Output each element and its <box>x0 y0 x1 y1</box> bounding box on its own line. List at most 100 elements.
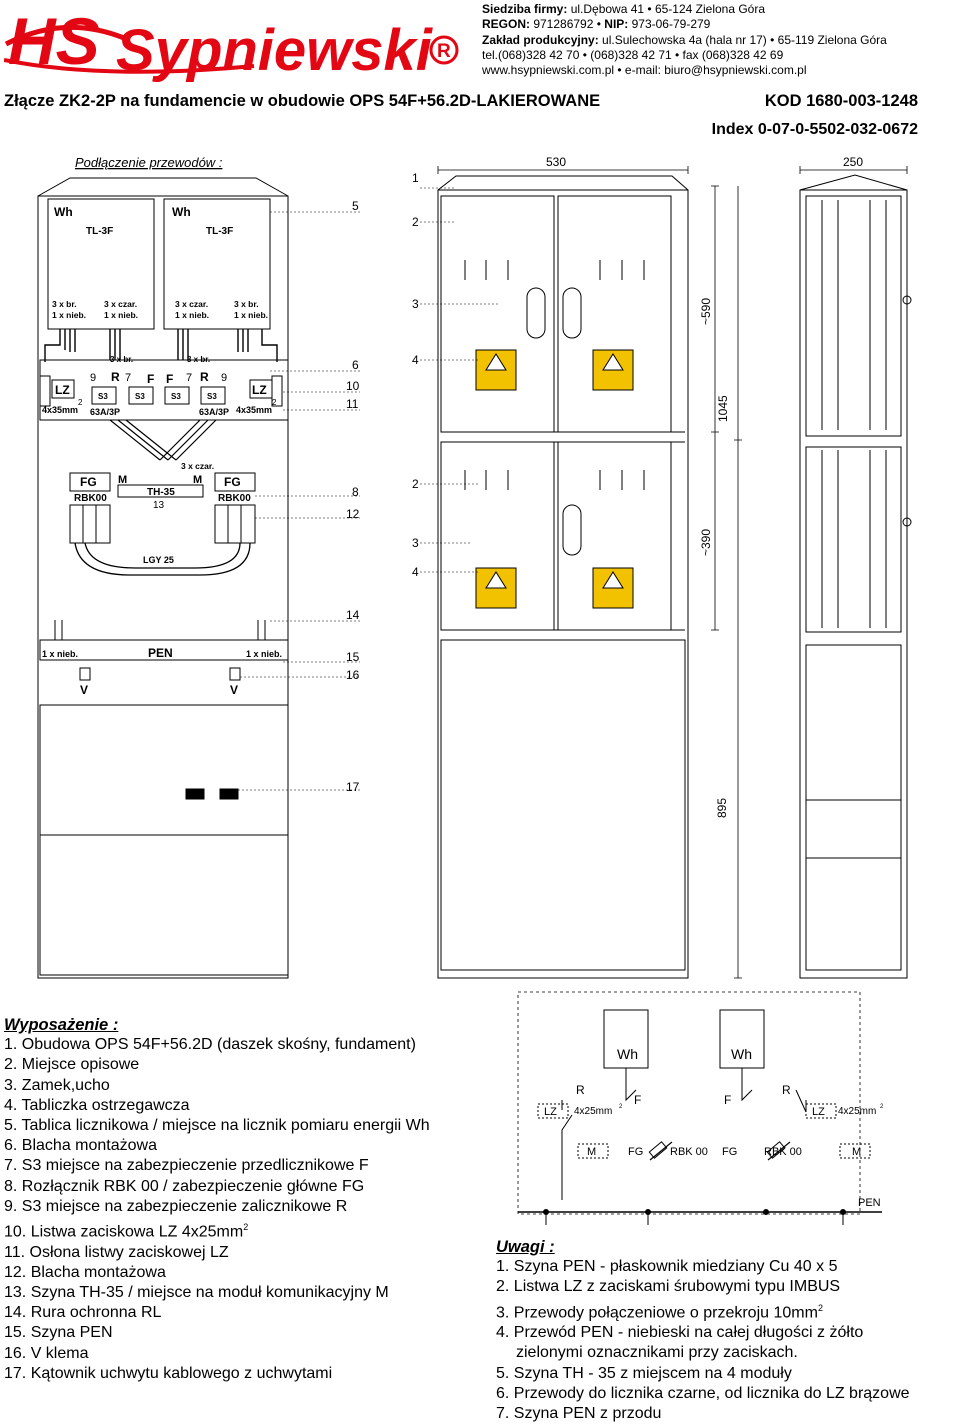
list-item: 6. Blacha montażowa <box>4 1137 157 1155</box>
list-item: 4. Tabliczka ostrzegawcza <box>4 1096 190 1114</box>
list-item: 5. Szyna TH - 35 z miejscem na 4 moduły <box>496 1364 792 1382</box>
svg-text:RBK00: RBK00 <box>218 493 251 504</box>
svg-text:14: 14 <box>346 608 360 622</box>
svg-text:1 x nieb.: 1 x nieb. <box>175 310 209 320</box>
svg-text:4x25mm: 4x25mm <box>838 1106 876 1117</box>
svg-text:1: 1 <box>412 171 419 185</box>
list-item: zielonymi oznacznikami przy zaciskach. <box>516 1344 798 1362</box>
page-title: Złącze ZK2-2P na fundamencie w obudowie … <box>4 92 601 110</box>
svg-text:LZ: LZ <box>55 383 70 397</box>
svg-text:3 x czar.: 3 x czar. <box>175 299 208 309</box>
svg-text:LZ: LZ <box>252 383 267 397</box>
svg-text:1 x nieb.: 1 x nieb. <box>52 310 86 320</box>
svg-text:3 x czar.: 3 x czar. <box>104 299 137 309</box>
list-item: 10. Listwa zaciskowa LZ 4x25mm2 <box>4 1222 249 1241</box>
svg-text:FG: FG <box>722 1146 737 1158</box>
warning-sign-icon <box>475 349 634 609</box>
wiring-header: Podłączenie przewodów : <box>75 155 223 170</box>
svg-text:4: 4 <box>412 353 419 367</box>
svg-text:3 x czar.: 3 x czar. <box>181 461 214 471</box>
svg-text:3 x br.: 3 x br. <box>52 299 77 309</box>
list-item: 5. Tablica licznikowa / miejsce na liczn… <box>4 1117 430 1135</box>
svg-text:1045: 1045 <box>716 395 730 422</box>
svg-text:RBK 00: RBK 00 <box>764 1146 802 1158</box>
svg-text:4x35mm: 4x35mm <box>42 405 78 415</box>
svg-text:TL-3F: TL-3F <box>86 226 113 237</box>
svg-text:13: 13 <box>153 500 165 511</box>
svg-text:Wh: Wh <box>731 1046 752 1062</box>
svg-text:R: R <box>782 1083 791 1097</box>
list-item: 14. Rura ochronna RL <box>4 1304 162 1322</box>
svg-text:PEN: PEN <box>148 646 173 660</box>
svg-text:2: 2 <box>880 1104 884 1110</box>
list-item: 8. Rozłącznik RBK 00 / zabezpieczenie gł… <box>4 1177 365 1195</box>
svg-text:2: 2 <box>412 477 419 491</box>
svg-text:2: 2 <box>78 398 83 407</box>
list-item: 7. S3 miejsce na zabezpieczenie przedlic… <box>4 1157 369 1175</box>
list-item: 9. S3 miejsce na zabezpieczenie zaliczni… <box>4 1197 348 1215</box>
svg-text:2: 2 <box>272 398 277 407</box>
svg-text:LGY 25: LGY 25 <box>143 555 174 565</box>
list-item: 2. Listwa LZ z zaciskami śrubowymi typu … <box>496 1278 841 1296</box>
svg-text:TH-35: TH-35 <box>147 487 175 498</box>
list-item: 15. Szyna PEN <box>4 1324 113 1342</box>
list-item: 7. Szyna PEN z przodu <box>496 1404 662 1422</box>
company-logo: HS Sypniewski R <box>4 4 459 83</box>
svg-text:S3: S3 <box>98 392 108 401</box>
svg-text:V: V <box>80 683 88 697</box>
svg-text:R: R <box>576 1083 585 1097</box>
svg-text:FG: FG <box>628 1146 643 1158</box>
svg-text:S3: S3 <box>207 392 217 401</box>
list-item: 13. Szyna TH-35 / miejsce na moduł komun… <box>4 1283 389 1301</box>
svg-text:530: 530 <box>546 155 566 169</box>
title-row: Złącze ZK2-2P na fundamencie w obudowie … <box>4 92 956 111</box>
svg-text:S3: S3 <box>135 392 145 401</box>
svg-text:M: M <box>587 1146 596 1158</box>
svg-text:FG: FG <box>224 475 241 489</box>
svg-text:F: F <box>147 372 154 386</box>
svg-text:PEN: PEN <box>858 1197 881 1209</box>
svg-text:F: F <box>634 1093 641 1107</box>
equipment-list: Wyposażenie : 1. Obudowa OPS 54F+56.2D (… <box>4 1015 484 1384</box>
notes-header: Uwagi : <box>496 1238 555 1256</box>
product-index: Index 0-07-0-5502-032-0672 <box>711 121 918 138</box>
list-item: 16. V klema <box>4 1344 89 1362</box>
list-item: 1. Szyna PEN - płaskownik miedziany Cu 4… <box>496 1258 838 1276</box>
svg-text:1 x nieb.: 1 x nieb. <box>104 310 138 320</box>
company-info: Siedziba firmy: ul.Dębowa 41 • 65-124 Zi… <box>482 2 887 78</box>
svg-text:3 x br.: 3 x br. <box>187 355 210 364</box>
svg-text:1 x nieb.: 1 x nieb. <box>234 310 268 320</box>
svg-text:V: V <box>230 683 238 697</box>
svg-text:3: 3 <box>412 536 419 550</box>
svg-text:R: R <box>111 370 120 384</box>
svg-text:7: 7 <box>186 372 192 384</box>
list-item: 3. Przewody połączeniowe o przekroju 10m… <box>496 1302 823 1321</box>
svg-text:5: 5 <box>352 199 359 213</box>
svg-text:RBK 00: RBK 00 <box>670 1146 708 1158</box>
list-item: 11. Osłona listwy zaciskowej LZ <box>4 1243 229 1261</box>
list-item: 4. Przewód PEN - niebieski na całej dług… <box>496 1324 864 1342</box>
svg-text:LZ: LZ <box>544 1106 557 1118</box>
svg-text:10: 10 <box>346 379 360 393</box>
svg-text:TL-3F: TL-3F <box>206 226 233 237</box>
svg-text:15: 15 <box>346 650 360 664</box>
svg-text:895: 895 <box>715 798 729 818</box>
svg-text:1 x nieb.: 1 x nieb. <box>42 649 78 659</box>
svg-text:3 x br.: 3 x br. <box>110 355 133 364</box>
svg-text:4x35mm: 4x35mm <box>236 405 272 415</box>
list-item: 12. Blacha montażowa <box>4 1263 166 1281</box>
product-code: KOD 1680-003-1248 <box>764 92 918 110</box>
list-item: 2. Miejsce opisowe <box>4 1056 140 1074</box>
svg-text:M: M <box>852 1146 861 1158</box>
list-item: 1. Obudowa OPS 54F+56.2D (daszek skośny,… <box>4 1036 416 1054</box>
svg-text:3 x br.: 3 x br. <box>234 299 259 309</box>
svg-text:Wh: Wh <box>172 205 191 219</box>
technical-drawing: Podłączenie przewodów : Wh Wh TL-3F TL-3… <box>37 155 912 979</box>
svg-text:~590: ~590 <box>699 298 713 325</box>
equipment-header: Wyposażenie : <box>4 1016 119 1034</box>
svg-text:F: F <box>166 372 173 386</box>
list-item: 3. Zamek,ucho <box>4 1076 110 1094</box>
svg-text:6: 6 <box>352 358 359 372</box>
svg-text:M: M <box>118 474 127 486</box>
